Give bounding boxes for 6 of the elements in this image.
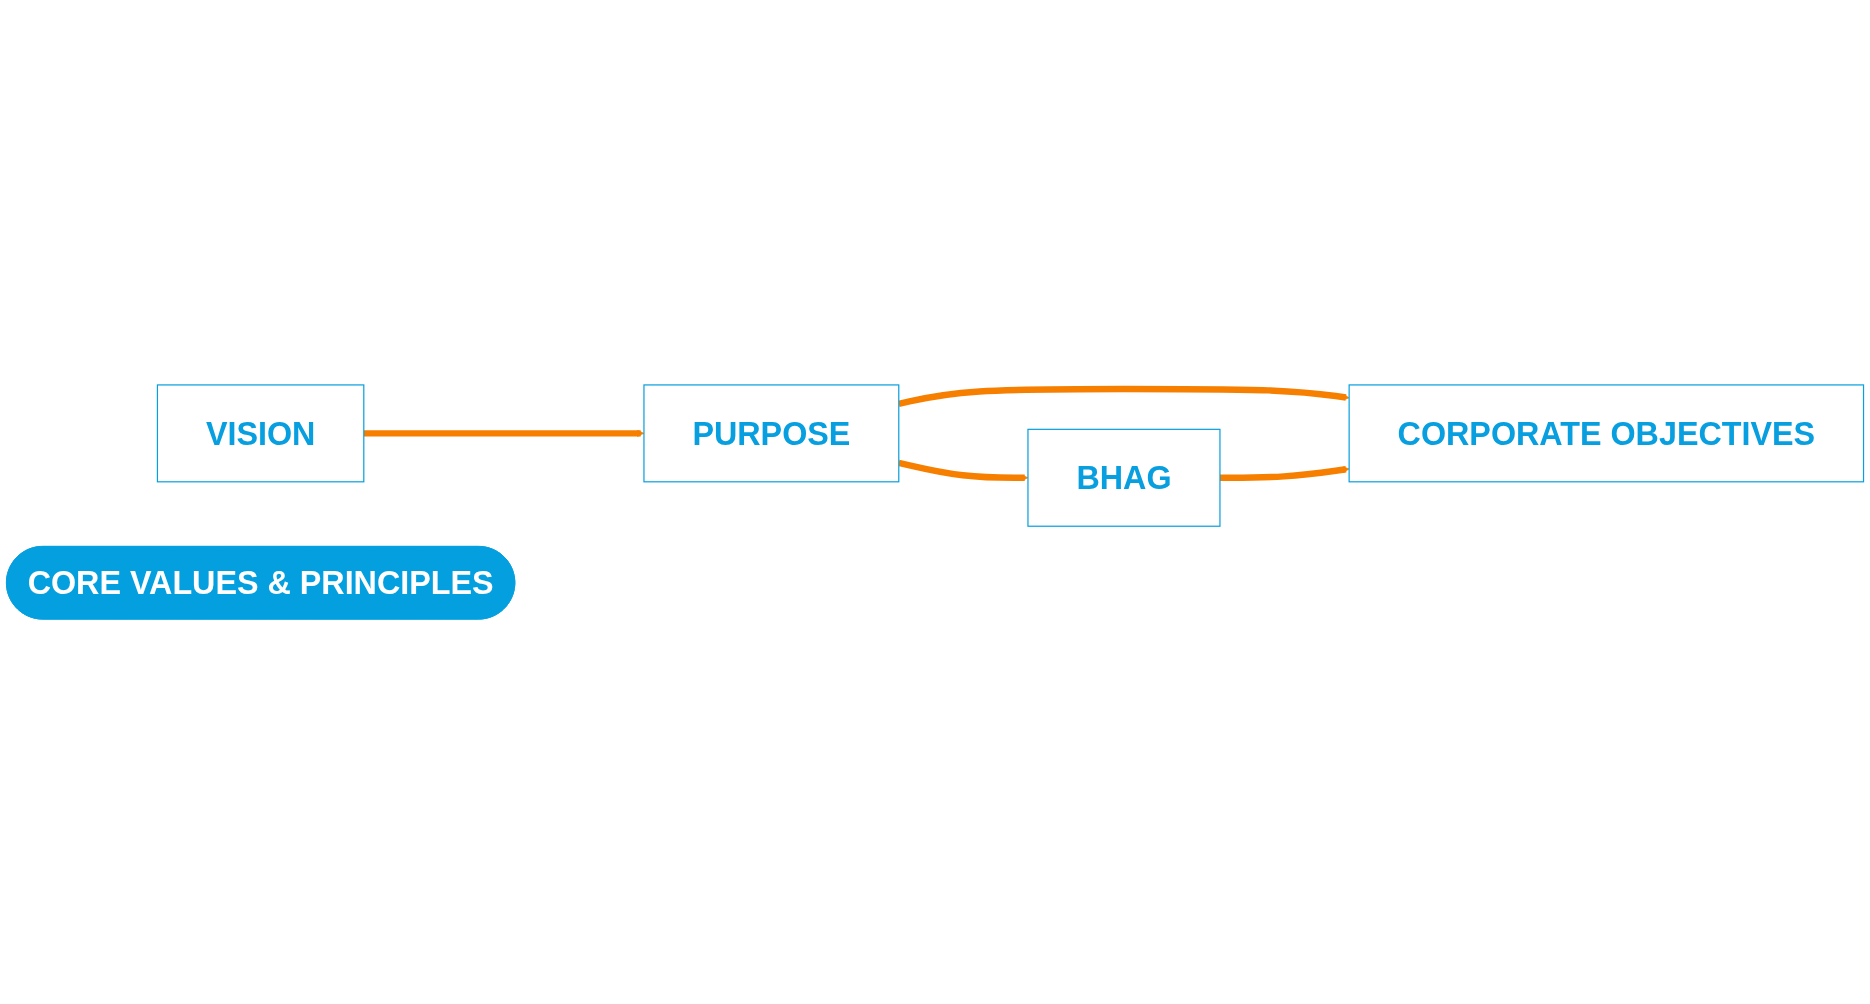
node-box: BHAG: [1027, 428, 1221, 527]
node-box: PURPOSE: [643, 384, 900, 483]
node-box: VISION: [156, 384, 365, 483]
arrow: [1219, 466, 1350, 481]
arrow: [898, 385, 1350, 408]
node-box: CORPORATE OBJECTIVES: [1348, 384, 1865, 483]
